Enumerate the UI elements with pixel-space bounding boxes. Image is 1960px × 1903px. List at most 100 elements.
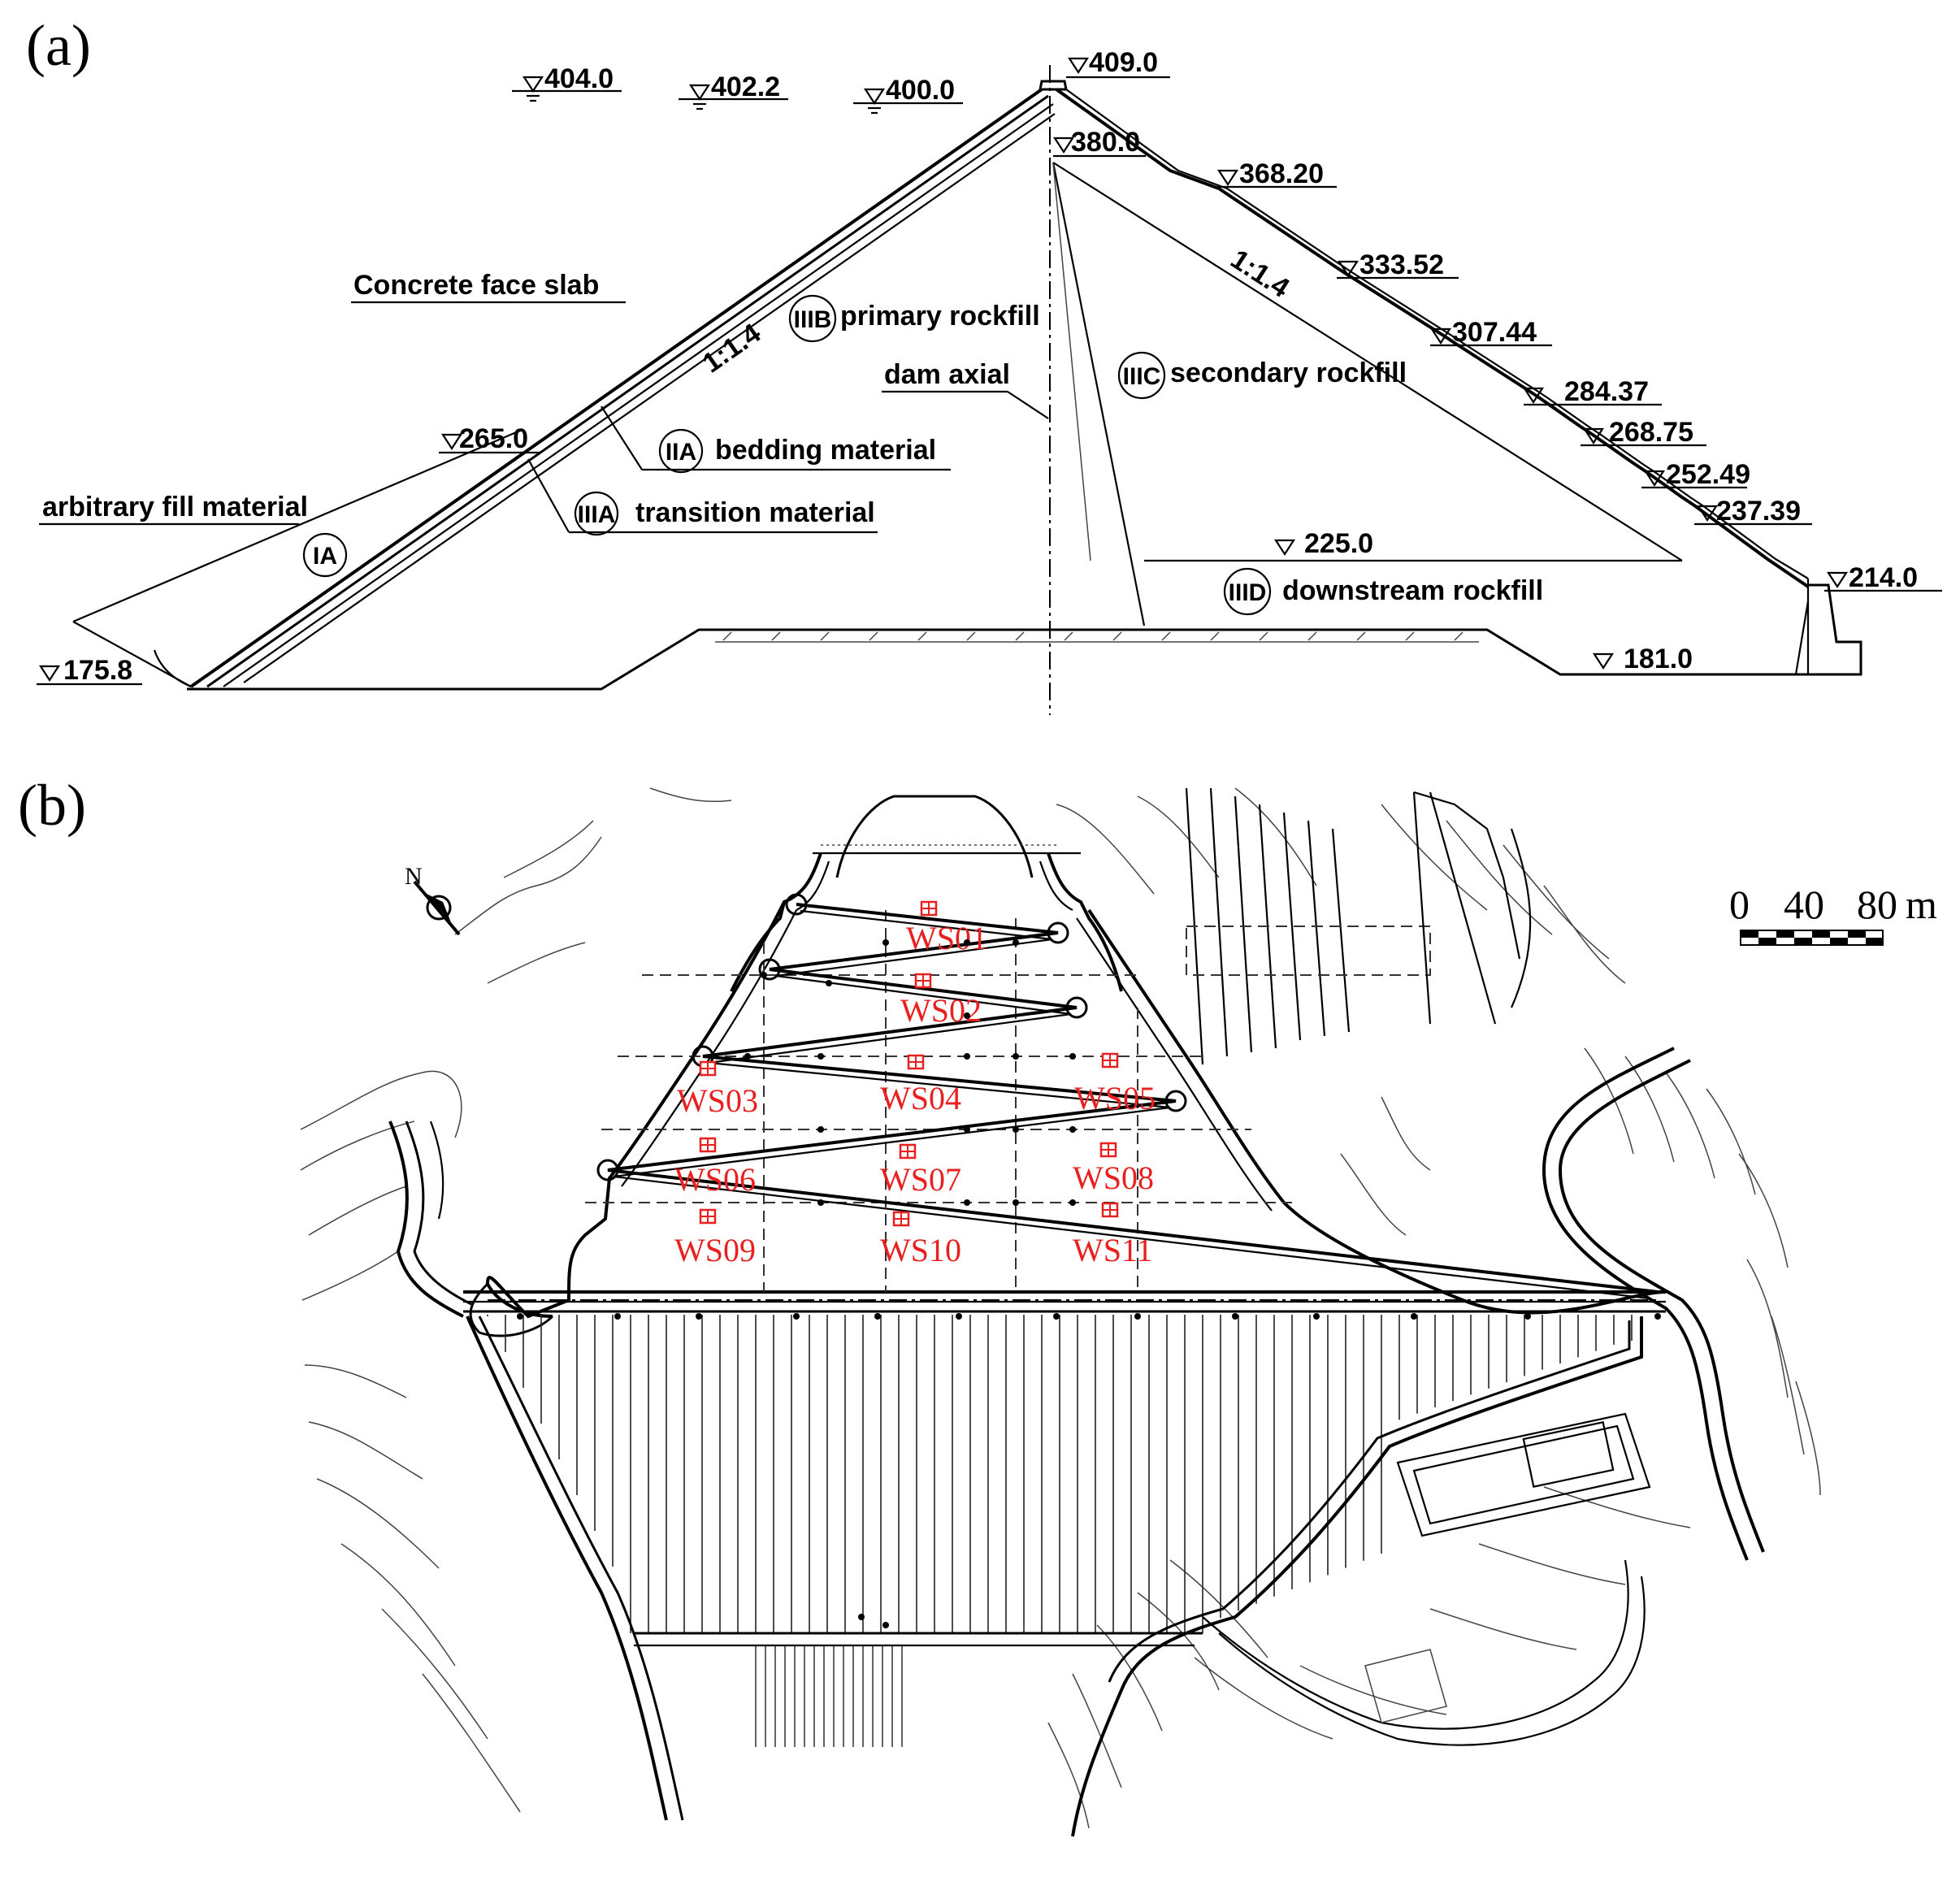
svg-text:m: m bbox=[1906, 882, 1937, 927]
svg-text:181.0: 181.0 bbox=[1624, 644, 1693, 674]
downstream-elevation-252: 252.49 bbox=[1641, 459, 1750, 490]
svg-text:409.0: 409.0 bbox=[1089, 47, 1158, 78]
station-label-ws01: WS01 bbox=[906, 920, 987, 956]
svg-text:bedding material: bedding material bbox=[715, 435, 936, 466]
downstream-face bbox=[1055, 88, 1810, 588]
svg-text:237.39: 237.39 bbox=[1716, 496, 1801, 527]
svg-text:IIIC: IIIC bbox=[1123, 363, 1161, 390]
berm-elevation-380: 380.0 bbox=[1052, 127, 1146, 158]
svg-text:225.0: 225.0 bbox=[1304, 528, 1373, 559]
svg-text:IIA: IIA bbox=[666, 439, 696, 466]
base-elevation-left: 175.8 bbox=[37, 655, 142, 686]
svg-text:380.0: 380.0 bbox=[1071, 127, 1140, 158]
elevation-markers: 404.0 402.2 400.0 409.0 bbox=[37, 47, 1942, 686]
upper-right-structures bbox=[1185, 787, 1532, 1065]
station-label-ws11: WS11 bbox=[1073, 1232, 1153, 1268]
svg-text:307.44: 307.44 bbox=[1452, 317, 1537, 348]
downstream-slope-label: 1:1.4 bbox=[1225, 244, 1295, 304]
station-labels: WS01 WS02 WS03 WS04 WS05 WS06 WS07 WS08 … bbox=[674, 920, 1156, 1268]
scale-bar: 0 40 80 m bbox=[1729, 882, 1937, 946]
svg-text:333.52: 333.52 bbox=[1359, 249, 1444, 280]
zone-iiid: IIID downstream rockfill bbox=[1223, 567, 1543, 616]
powerhouse bbox=[1202, 1412, 1651, 1746]
station-marker bbox=[914, 973, 932, 989]
station-marker bbox=[1099, 1142, 1117, 1158]
downstream-elevation-284: 284.37 bbox=[1522, 376, 1662, 407]
station-marker bbox=[699, 1137, 717, 1153]
svg-text:secondary rockfill: secondary rockfill bbox=[1170, 358, 1407, 388]
arbitrary-fill-label: arbitrary fill material bbox=[39, 492, 308, 526]
water-level-400: 400.0 bbox=[853, 75, 963, 115]
svg-text:0: 0 bbox=[1729, 882, 1750, 927]
access-road-left bbox=[388, 1121, 472, 1318]
downstream-elevation-333: 333.52 bbox=[1337, 249, 1459, 280]
svg-text:175.8: 175.8 bbox=[63, 655, 132, 686]
svg-text:265.0: 265.0 bbox=[459, 423, 528, 454]
spillway-channel bbox=[730, 795, 1123, 992]
zone-boundaries bbox=[72, 162, 1683, 688]
svg-text:downstream rockfill: downstream rockfill bbox=[1282, 575, 1543, 606]
station-marker bbox=[699, 1060, 717, 1077]
svg-text:214.0: 214.0 bbox=[1849, 562, 1918, 593]
upstream-slope-label: 1:1.4 bbox=[697, 318, 766, 379]
downstream-elevation-237: 237.39 bbox=[1694, 496, 1812, 527]
station-label-ws06: WS06 bbox=[674, 1161, 756, 1198]
svg-text:IIIA: IIIA bbox=[578, 501, 616, 528]
zone-ia: IA bbox=[302, 532, 348, 578]
survey-points bbox=[517, 939, 1661, 1628]
downstream-elevation-307: 307.44 bbox=[1429, 317, 1552, 348]
access-road-right bbox=[1542, 1047, 1765, 1561]
svg-text:268.75: 268.75 bbox=[1609, 417, 1693, 448]
panel-b-letter: (b) bbox=[18, 773, 86, 838]
station-label-ws09: WS09 bbox=[674, 1232, 756, 1268]
svg-text:404.0: 404.0 bbox=[544, 63, 614, 94]
svg-text:transition material: transition material bbox=[635, 497, 875, 528]
dam-crest bbox=[1039, 80, 1068, 91]
svg-text:dam axial: dam axial bbox=[884, 359, 1010, 390]
station-label-ws05: WS05 bbox=[1074, 1080, 1156, 1116]
north-arrow-icon: N bbox=[405, 863, 461, 936]
downstream-elevation-268: 268.75 bbox=[1581, 417, 1706, 448]
station-marker bbox=[907, 1054, 925, 1070]
station-markers bbox=[699, 900, 1119, 1227]
panel-a-letter: (a) bbox=[26, 13, 91, 78]
dam-axial-label: dam axial bbox=[882, 359, 1049, 419]
panel-b-plan: (b) bbox=[18, 773, 1937, 1837]
svg-text:252.49: 252.49 bbox=[1666, 459, 1750, 490]
svg-text:N: N bbox=[405, 863, 423, 890]
svg-text:IA: IA bbox=[313, 543, 337, 570]
svg-text:arbitrary fill material: arbitrary fill material bbox=[42, 492, 308, 522]
station-label-ws07: WS07 bbox=[880, 1161, 961, 1198]
dam-crest-road bbox=[463, 1290, 1666, 1313]
svg-text:284.37: 284.37 bbox=[1564, 376, 1649, 407]
zone-iiib: IIIB primary rockfill bbox=[788, 294, 1040, 343]
dam-hatch bbox=[487, 1315, 1633, 1747]
svg-text:40: 40 bbox=[1784, 882, 1824, 927]
panel-a-cross-section: (a) bbox=[26, 13, 1942, 715]
station-marker bbox=[1101, 1052, 1119, 1069]
svg-text:402.2: 402.2 bbox=[711, 72, 780, 102]
svg-text:400.0: 400.0 bbox=[886, 75, 955, 106]
face-slab-label: Concrete face slab bbox=[351, 270, 626, 304]
svg-text:368.20: 368.20 bbox=[1239, 158, 1324, 189]
fill-elevation-265: 265.0 bbox=[439, 423, 540, 454]
svg-text:IIID: IIID bbox=[1229, 579, 1267, 606]
station-label-ws02: WS02 bbox=[900, 992, 982, 1029]
station-label-ws03: WS03 bbox=[677, 1082, 758, 1119]
zone-iiia: IIIA transition material bbox=[527, 458, 878, 536]
station-marker bbox=[699, 1208, 717, 1225]
station-marker bbox=[1101, 1202, 1119, 1218]
downstream-elevation-214: 214.0 bbox=[1824, 562, 1942, 593]
water-level-404: 404.0 bbox=[512, 63, 622, 102]
svg-text:IIIB: IIIB bbox=[794, 306, 832, 333]
svg-text:Concrete face slab: Concrete face slab bbox=[353, 270, 599, 301]
foundation bbox=[187, 579, 1862, 691]
downstream-elevation-368: 368.20 bbox=[1215, 158, 1337, 189]
svg-text:primary rockfill: primary rockfill bbox=[840, 301, 1040, 332]
station-label-ws10: WS10 bbox=[880, 1232, 961, 1268]
zone-iia: IIA bedding material bbox=[601, 405, 951, 474]
crest-elevation: 409.0 bbox=[1066, 47, 1170, 79]
svg-text:80: 80 bbox=[1857, 882, 1897, 927]
